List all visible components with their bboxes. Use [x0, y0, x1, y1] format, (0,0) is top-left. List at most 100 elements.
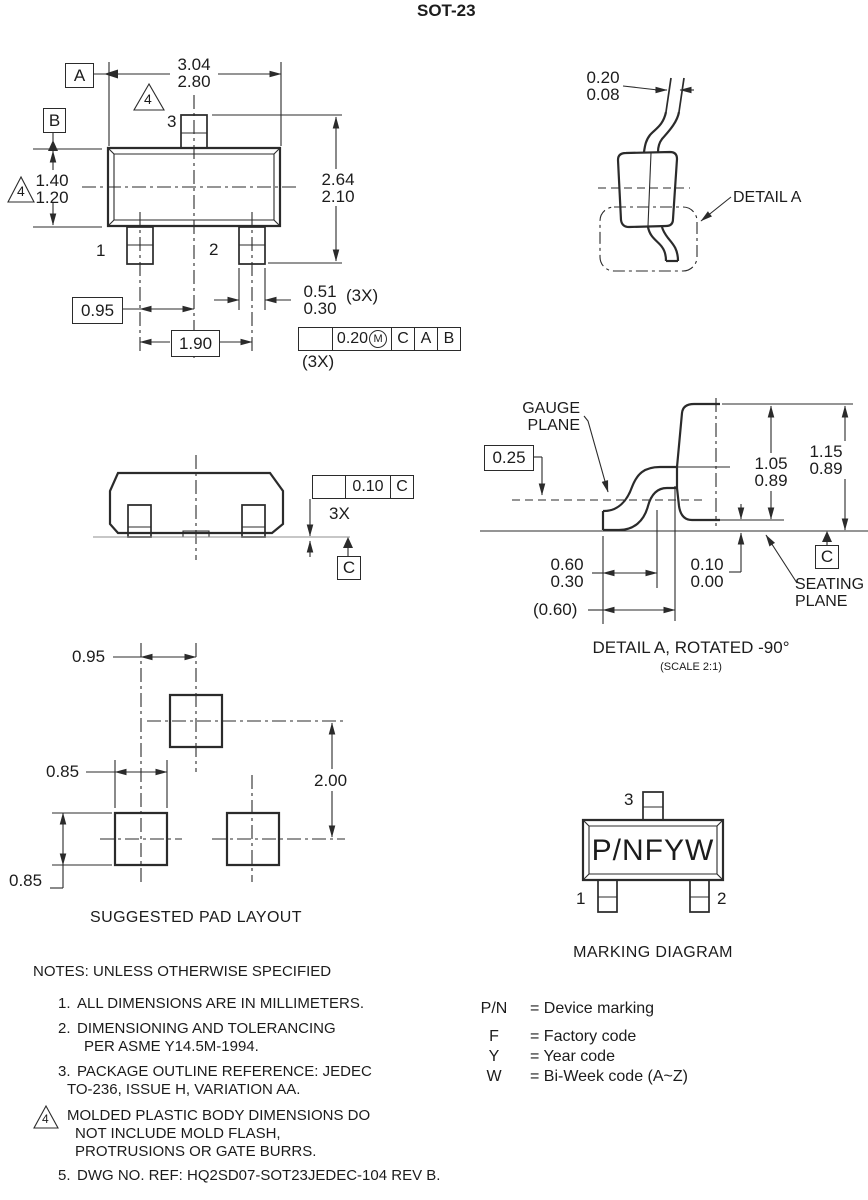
pin-1-label: 1 [96, 241, 106, 260]
datum-c-arrow [822, 531, 832, 542]
pin-2-label: 2 [209, 240, 219, 259]
legend-sym-y: Y [488, 1048, 500, 1065]
flatness-tolerance-frame: 0.10 C [312, 475, 414, 499]
note-1-text: ALL DIMENSIONS ARE IN MILLIMETERS. [77, 995, 365, 1012]
dim-lead-thk-max: 0.20 [586, 68, 620, 87]
seating-plane-label-2: PLANE [795, 593, 848, 610]
datum-b-label: B [43, 108, 66, 133]
gauge-plane-label-1: GAUGE [522, 400, 580, 417]
pad-2 [227, 813, 279, 865]
page-title: SOT-23 [417, 1, 476, 20]
lead-qty-label: (3X) [346, 286, 379, 305]
flatness-tol-cell: 0.10 [345, 476, 390, 498]
note-flag-triangle [8, 177, 34, 202]
dim-lead-h1-max: 1.05 [754, 454, 788, 473]
pad-dim-pitch: 0.95 [72, 647, 106, 666]
note-2-text: DIMENSIONING AND TOLERANCING [77, 1020, 336, 1037]
dim-standoff-min: 0.00 [690, 572, 724, 591]
marking-pin-1-label: 1 [576, 889, 586, 908]
marking-pin-3-label: 3 [624, 790, 634, 809]
position-symbol-cell [299, 328, 332, 350]
datum-b-arrow [48, 140, 58, 151]
gauge-scale-label: (SCALE 2:1) [660, 661, 722, 673]
front-pin3 [181, 115, 207, 148]
datum-ref-b: B [437, 328, 460, 350]
note-3-text: PACKAGE OUTLINE REFERENCE: JEDEC [77, 1063, 372, 1080]
dim-lead-h2-min: 0.89 [809, 459, 843, 478]
datum-c-label: C [815, 545, 839, 569]
marking-diagram-linework [583, 792, 723, 912]
note-3-text-cont: TO-236, ISSUE H, VARIATION AA. [67, 1081, 301, 1098]
pad-dim-height: 0.85 [9, 871, 43, 890]
legend-sym-f: F [489, 1028, 499, 1045]
marking-pin-2-label: 2 [717, 889, 727, 908]
note-4-text: MOLDED PLASTIC BODY DIMENSIONS DO [67, 1107, 371, 1124]
pad-dim-width: 0.85 [46, 762, 80, 781]
dim-lead-h2-max: 1.15 [809, 442, 843, 461]
datum-a-arrow [104, 69, 118, 79]
note-2-num: 2. [58, 1020, 71, 1037]
pin-3-label: 3 [167, 112, 177, 131]
note-3-num: 3. [58, 1063, 71, 1080]
note-2-text-cont: PER ASME Y14.5M-1994. [84, 1038, 259, 1055]
note-1-num: 1. [58, 995, 71, 1012]
dim-pitch-box: 0.95 [72, 297, 123, 324]
note-4-text-cont2: PROTRUSIONS OR GATE BURRS. [75, 1143, 317, 1160]
dim-body-height-max: 1.40 [35, 171, 69, 190]
side-body-outline [110, 473, 283, 533]
pad-dim-vspan: 2.00 [314, 771, 348, 790]
dim-gauge-offset-box: 0.25 [484, 445, 534, 471]
dim-lead-thk-min: 0.08 [586, 85, 620, 104]
dim-foot-max: 0.60 [550, 555, 584, 574]
datum-a-label: A [65, 63, 94, 88]
datum-c-arrow [343, 537, 353, 548]
note-4-flag: 4 [42, 1112, 49, 1126]
datum-c-label: C [337, 556, 361, 580]
pad-layout-linework [50, 643, 345, 888]
fcf-qty-label: (3X) [302, 352, 335, 371]
pad-3 [170, 695, 222, 747]
dim-span-box: 1.90 [171, 330, 220, 357]
note-5-num: 5. [58, 1167, 71, 1184]
notes-heading: NOTES: UNLESS OTHERWISE SPECIFIED [33, 963, 332, 980]
note-5-text: DWG NO. REF: HQ2SD07-SOT23JEDEC-104 REV … [77, 1167, 441, 1184]
detail-a-label: DETAIL A [733, 189, 802, 206]
dim-body-height-min: 1.20 [35, 188, 69, 207]
note-flag-4: 4 [144, 91, 152, 107]
dim-foot-min: 0.30 [550, 572, 584, 591]
datum-ref-a: A [414, 328, 437, 350]
detail-a-body [618, 152, 677, 227]
dim-standoff-max: 0.10 [690, 555, 724, 574]
dim-lead-width-max: 0.51 [303, 282, 337, 301]
legend-sym-pn: P/N [480, 1000, 508, 1017]
detail-a-boundary [600, 207, 697, 271]
marking-caption: MARKING DIAGRAM [573, 944, 733, 961]
gauge-body-outline [677, 404, 720, 520]
legend-desc-f: = Factory code [530, 1028, 637, 1045]
flatness-datum-cell: C [390, 476, 413, 498]
mmc-modifier-icon: M [369, 330, 388, 348]
device-marking-code: P/NFYW [591, 834, 715, 867]
note-flag-triangle [34, 1106, 58, 1128]
dim-body-width-min: 2.80 [177, 72, 211, 91]
gauge-plane-label-2: PLANE [527, 417, 580, 434]
dim-lead-width-min: 0.30 [303, 299, 337, 318]
gauge-caption: DETAIL A, ROTATED -90° [592, 638, 790, 657]
detail-a-linework [598, 78, 731, 271]
front-view-linework [8, 62, 342, 358]
dim-body-width-max: 3.04 [177, 55, 211, 74]
side-view-linework [93, 455, 353, 560]
dim-height-max: 2.64 [321, 170, 355, 189]
note-flag-4: 4 [17, 183, 25, 199]
side-qty-label: 3X [329, 504, 350, 523]
gauge-detail-linework [480, 398, 868, 624]
seating-plane-label-1: SEATING [795, 576, 865, 593]
dim-height-min: 2.10 [321, 187, 355, 206]
position-tolerance-frame: 0.20 M C A B [298, 327, 461, 351]
legend-desc-y: = Year code [530, 1048, 615, 1065]
legend-sym-w: W [486, 1068, 502, 1085]
legend-desc-pn: = Device marking [530, 1000, 655, 1017]
tolerance-cell: 0.20 M [332, 328, 391, 350]
